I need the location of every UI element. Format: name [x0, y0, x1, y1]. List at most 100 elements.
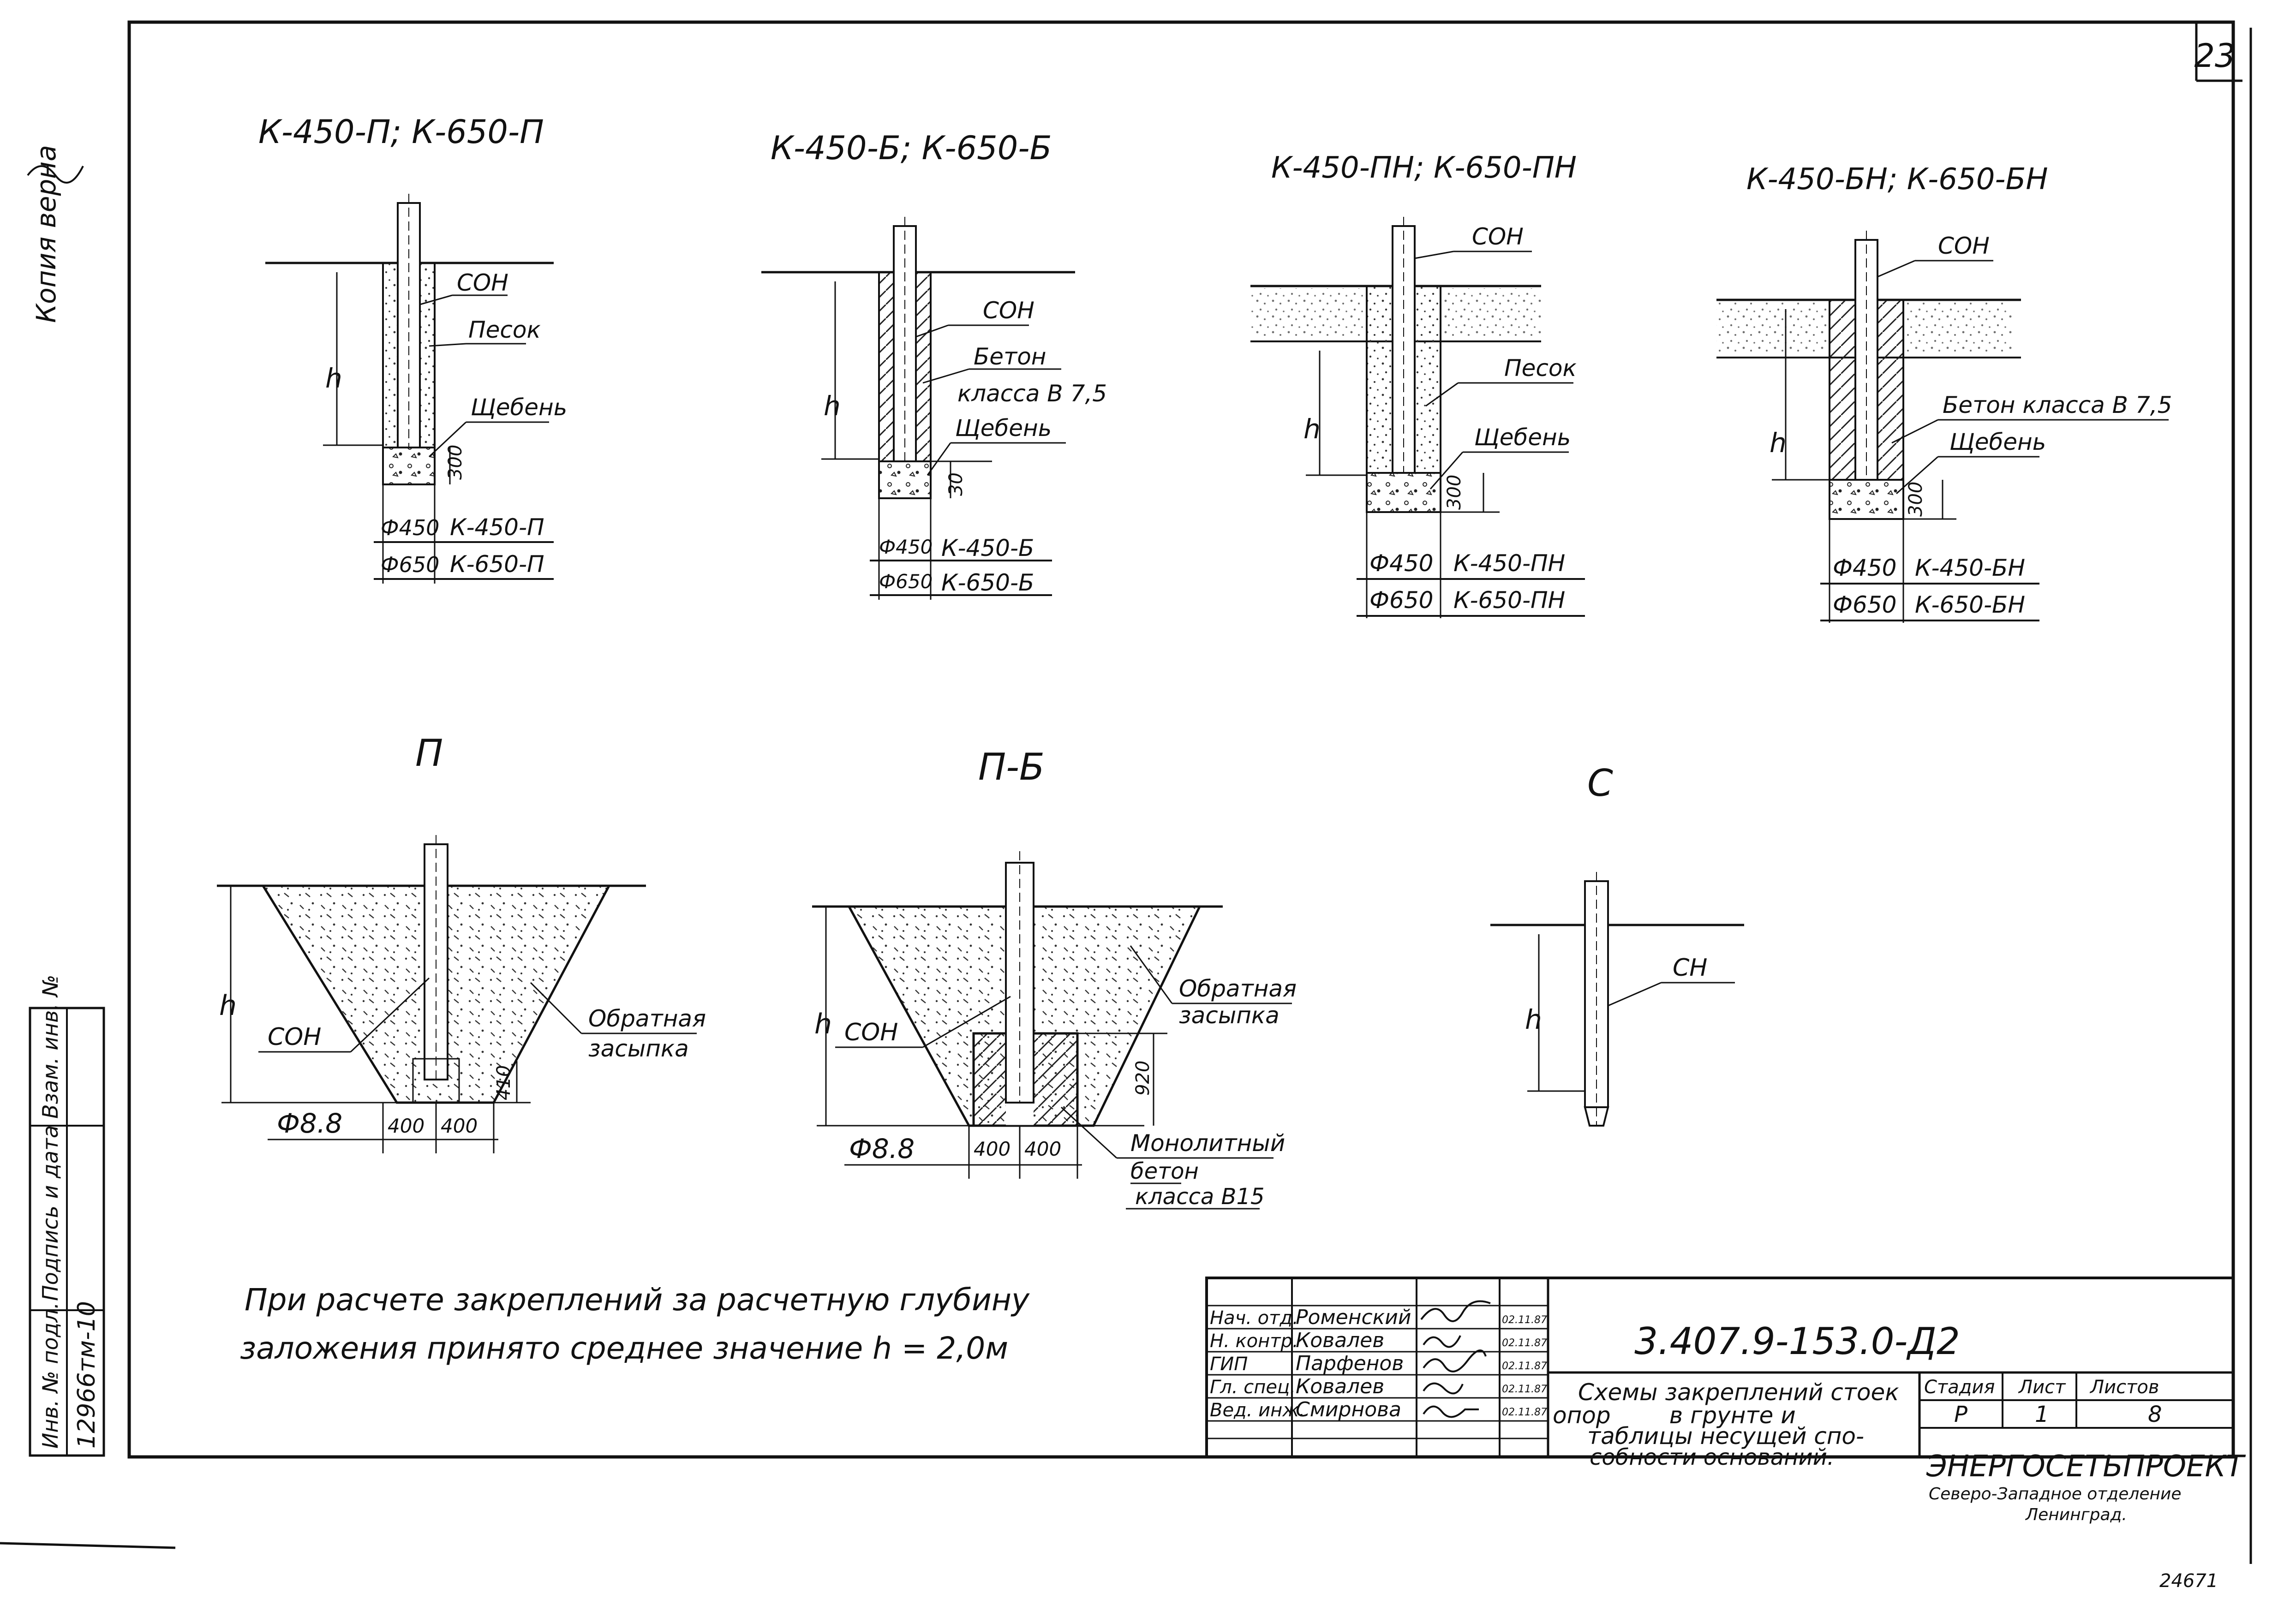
callout-son: СОН: [457, 269, 508, 296]
org-subtitle: Северо-Западное отделение: [1929, 1485, 2182, 1504]
stage-header: Стадия: [1924, 1377, 1995, 1398]
scheme-k450b: К-450-Б; К-650-Б h СОН Бетон класса В 7,…: [761, 129, 1107, 600]
table-dia: Ф650: [1369, 587, 1433, 614]
diameter-label: Ф8.8: [849, 1133, 915, 1164]
inventory-number: 12966тм-10: [73, 1301, 101, 1449]
dim-label: 300: [1905, 482, 1926, 517]
stamp-label-inv: Инв. № подл.: [38, 1302, 63, 1449]
role-row: Нач. отд. Роменский 02.11.87: [1210, 1306, 1547, 1329]
dim-right: 400: [1024, 1138, 1061, 1160]
depth-label: h: [814, 1008, 832, 1040]
table-dia: Ф650: [1833, 591, 1896, 618]
dim-left: 400: [974, 1138, 1010, 1160]
sheet-header: Лист: [2018, 1377, 2066, 1398]
role-label: Вед. инж.: [1210, 1400, 1305, 1421]
footer-number: 24671: [2159, 1570, 2218, 1592]
callout-gravel: Щебень: [1949, 429, 2046, 455]
callout-gravel: Щебень: [471, 394, 567, 421]
scheme-title: С: [1587, 762, 1613, 805]
scheme-title: П: [415, 732, 443, 775]
copy-note: Копия верна: [30, 145, 62, 323]
scheme-k450bn: К-450-БН; К-650-БН h СОН Бетон класса В …: [1716, 162, 2172, 623]
table-code: К-650-БН: [1915, 591, 2025, 618]
callout-concrete: бетон: [1130, 1158, 1199, 1184]
table-code: К-450-ПН: [1453, 550, 1565, 577]
description-line: Схемы закреплений стоек: [1578, 1379, 1899, 1406]
dim-label: 300: [1444, 475, 1465, 510]
signature: [1423, 1405, 1479, 1418]
dim-right: 400: [441, 1115, 478, 1137]
callout-gravel: Щебень: [955, 415, 1052, 442]
callout-sand: Песок: [468, 316, 541, 343]
signature: [1423, 1382, 1464, 1395]
role-date: 02.11.87: [1502, 1384, 1547, 1395]
table-dia: Ф450: [1369, 550, 1433, 577]
scheme-k450p: К-450-П; К-650-П h СОН Песок Щебень 300 …: [258, 113, 567, 584]
description-line: таблицы несущей спо-: [1587, 1423, 1864, 1450]
note-line-1: При расчете закреплений за расчетную глу…: [245, 1282, 1030, 1318]
depth-label: h: [219, 990, 237, 1022]
scheme-c: С h СН: [1490, 762, 1744, 1127]
scheme-pb: П-Б h СОН Обратная засыпка 920 Монолитны…: [812, 746, 1297, 1210]
dim-label: 300: [445, 445, 466, 480]
table-dia: Ф450: [879, 536, 933, 558]
role-date: 02.11.87: [1502, 1314, 1547, 1326]
callout-backfill: Обратная: [588, 1005, 706, 1032]
callout-son: СОН: [844, 1019, 898, 1046]
stage-value: Р: [1954, 1402, 1967, 1427]
role-label: Нач. отд.: [1210, 1307, 1298, 1329]
callout-monolithic: Монолитный: [1130, 1130, 1285, 1157]
copy-signature: [27, 165, 84, 184]
role-name: Парфенов: [1296, 1352, 1404, 1375]
org-city: Ленинград.: [2025, 1505, 2127, 1524]
sheet-value: 1: [2035, 1402, 2049, 1427]
table-code: К-450-П: [450, 514, 544, 541]
table-code: К-450-Б: [941, 535, 1034, 561]
callout-backfill-2: засыпка: [1179, 1002, 1280, 1029]
sheet-number: 23: [2194, 37, 2235, 75]
table-code: К-650-ПН: [1453, 587, 1565, 614]
callout-son: СОН: [1938, 233, 1990, 259]
role-name: Роменский: [1296, 1306, 1411, 1329]
scheme-title: К-450-П; К-650-П: [258, 113, 544, 151]
inner-frame: [127, 20, 2235, 1459]
table-dia: Ф450: [1833, 555, 1896, 581]
role-label: ГИП: [1210, 1354, 1248, 1375]
scheme-title: К-450-ПН; К-650-ПН: [1271, 151, 1577, 185]
table-code: К-450-БН: [1915, 555, 2025, 581]
role-row: ГИП Парфенов 02.11.87: [1210, 1352, 1547, 1375]
diameter-label: Ф8.8: [277, 1108, 342, 1139]
stamp-label-replace: Взам. инв. №: [38, 975, 63, 1119]
role-row: Н. контр. Ковалев 02.11.87: [1210, 1329, 1547, 1352]
callout-concrete: Бетон класса В 7,5: [1943, 392, 2172, 418]
table-dia: Ф450: [381, 515, 439, 540]
role-row: Гл. спец. Ковалев 02.11.87: [1210, 1375, 1547, 1398]
role-name: Ковалев: [1296, 1329, 1384, 1352]
dim-side: 410: [493, 1065, 514, 1100]
scheme-title: К-450-Б; К-650-Б: [771, 129, 1052, 167]
callout-sand: Песок: [1504, 355, 1577, 382]
scheme-p: П h СОН Обратная засыпка 410 Ф8.8 400 40…: [217, 732, 706, 1153]
sheets-value: 8: [2148, 1402, 2162, 1427]
left-margin-line: [0, 1542, 176, 1549]
callout-sn: СН: [1673, 954, 1707, 982]
scheme-k450pn: К-450-ПН; К-650-ПН h СОН Песок Щебень 30…: [1250, 151, 1585, 618]
table-code: К-650-П: [450, 551, 544, 578]
role-name: Ковалев: [1296, 1375, 1384, 1398]
callout-backfill: Обратная: [1179, 975, 1297, 1002]
callout-concrete-class: класса В 7,5: [957, 380, 1107, 407]
document-code: 3.407.9-153.0-Д2: [1634, 1320, 1960, 1363]
dim-side: 920: [1132, 1061, 1154, 1096]
table-dia: Ф650: [879, 570, 933, 593]
table-dia: Ф650: [381, 552, 439, 577]
table-code: К-650-Б: [941, 569, 1034, 596]
role-date: 02.11.87: [1502, 1337, 1547, 1349]
callout-concrete-class: класса В15: [1135, 1184, 1265, 1210]
description-line: собности оснований.: [1590, 1444, 1834, 1470]
dim-label: 30: [945, 472, 967, 496]
title-block: Нач. отд. Роменский 02.11.87 Н. контр. К…: [1205, 1277, 2246, 1524]
depth-label: h: [325, 363, 342, 394]
role-name: Смирнова: [1296, 1398, 1401, 1421]
dim-left: 400: [388, 1115, 425, 1137]
